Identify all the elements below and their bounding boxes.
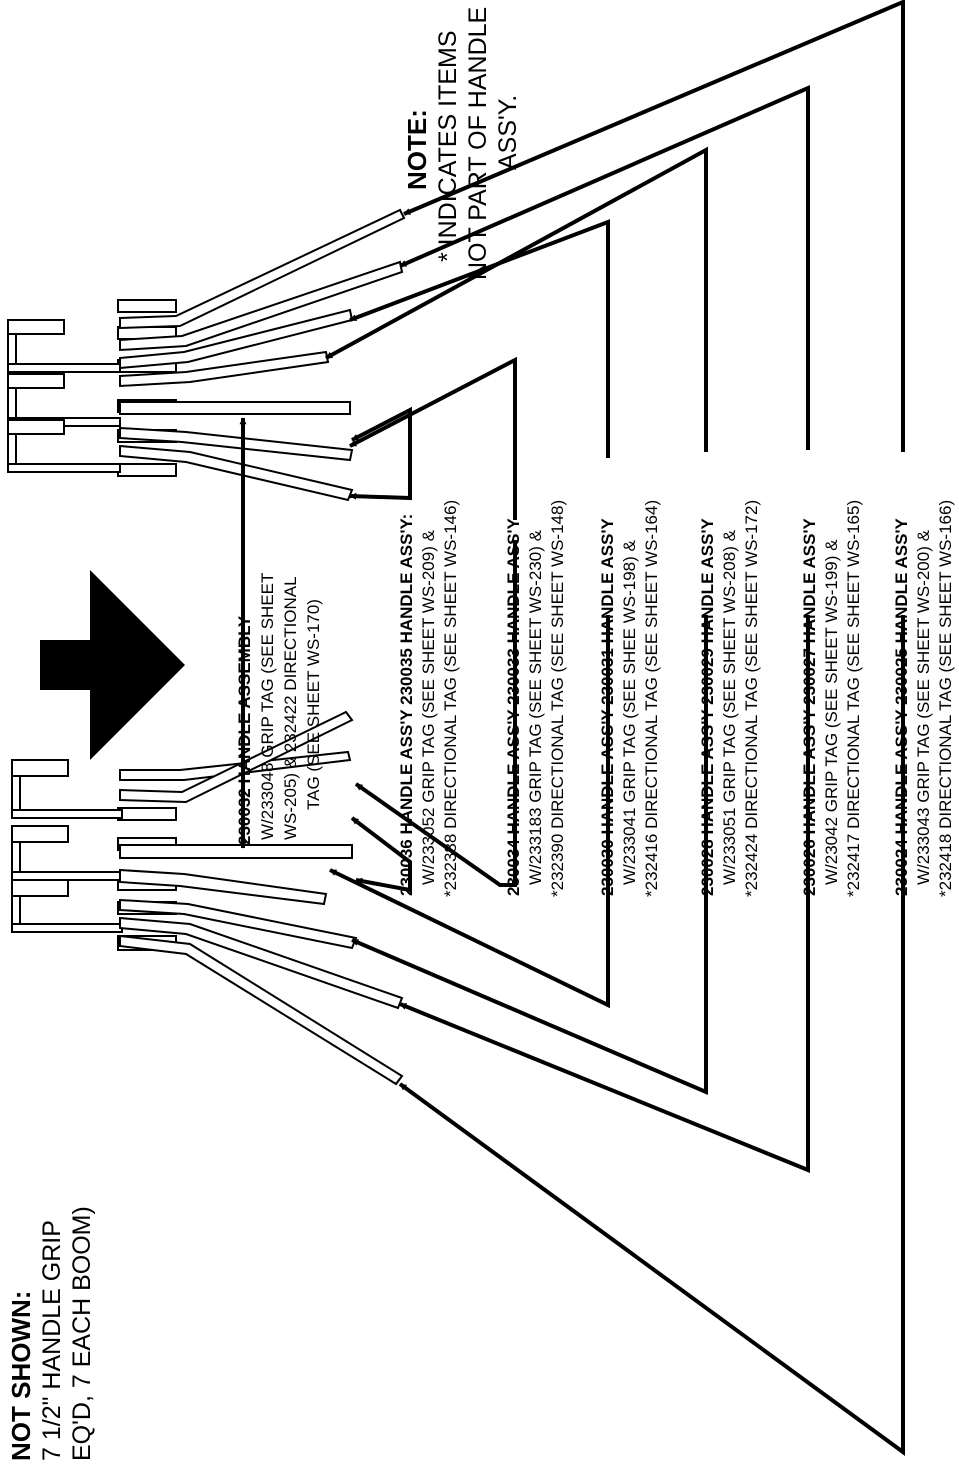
not-shown-line: 7 1/2" HANDLE GRIP	[38, 1220, 66, 1461]
callout-line: W/233051 GRIP TAG (SEE SHEET WS-208) &	[720, 529, 739, 885]
callout-230034: 230034 HANDLE ASS'Y 230033 HANDLE ASS'Y …	[504, 500, 567, 897]
callout-line: *232416 DIRECTIONAL TAG (SEE SHEET WS-16…	[642, 500, 661, 897]
note-block: NOTE: * INDICATES ITEMS NOT PART OF HAND…	[402, 7, 522, 280]
callout-line: *232390 DIRECTIONAL TAG (SEE SHEET WS-14…	[548, 500, 567, 897]
not-shown-title: NOT SHOWN:	[6, 1291, 36, 1461]
callout-line: TAG (SEE SHEET WS-170)	[304, 599, 323, 810]
callout-230030: 230030 HANDLE ASS'Y 230031 HANDLE ASS'Y …	[598, 500, 661, 897]
note-title: NOTE:	[402, 109, 432, 190]
callout-line: *232388 DIRECTIONAL TAG (SEE SHEET WS-14…	[441, 500, 460, 897]
callout-title: 230026 HANDLE ASS'Y 230027 HANDLE ASS'Y	[800, 518, 819, 896]
callout-230024: 230024 HANDLE ASS'Y 230025 HANDLE ASS'Y …	[892, 500, 955, 897]
callout-line: W/233052 GRIP TAG (SEE SHEET WS-209) &	[419, 529, 438, 885]
callout-230032: 230032 HANDLE ASSEMBLY W/233048 GRIP TAG…	[235, 573, 323, 845]
not-shown-block: NOT SHOWN: 7 1/2" HANDLE GRIP EQ'D, 7 EA…	[6, 1206, 96, 1461]
callout-230026: 230026 HANDLE ASS'Y 230027 HANDLE ASS'Y …	[800, 500, 863, 897]
callout-title: 230030 HANDLE ASS'Y 230031 HANDLE ASS'Y	[598, 518, 617, 896]
callout-line: W/23042 GRIP TAG (SEE SHEET WS-199) &	[822, 539, 841, 885]
lower-handle-bank	[11, 710, 404, 1086]
callout-title: 230032 HANDLE ASSEMBLY	[235, 615, 254, 845]
callout-230028: 230028 HANDLE ASS'Y 230029 HANDLE ASS'Y …	[698, 500, 761, 897]
note-line: * INDICATES ITEMS	[434, 30, 462, 262]
upper-handle-bank	[7, 208, 406, 502]
callout-title: 230034 HANDLE ASS'Y 230033 HANDLE ASS'Y	[504, 518, 523, 896]
callout-title: 230036 HANDLE ASS'Y 230035 HANDLE ASS'Y:	[397, 514, 416, 896]
leader-lines	[239, 0, 905, 1456]
callout-line: *232424 DIRECTIONAL TAG (SEE SHEET WS-17…	[742, 500, 761, 897]
callout-line: W/233048 GRIP TAG (SEE SHEET	[258, 573, 277, 840]
note-line: ASS'Y.	[494, 95, 522, 170]
callout-230036: 230036 HANDLE ASS'Y 230035 HANDLE ASS'Y:…	[397, 500, 460, 897]
callout-line: W/233183 GRIP TAG (SEE SHEET WS-230) &	[526, 529, 545, 885]
callout-line: *232417 DIRECTIONAL TAG (SEE SHEET WS-16…	[844, 500, 863, 897]
callout-line: W/233041 GRIP TAG (SEE SHEE WS-198) &	[620, 539, 639, 885]
not-shown-line: EQ'D, 7 EACH BOOM)	[68, 1206, 96, 1461]
callout-title: 230028 HANDLE ASS'Y 230029 HANDLE ASS'Y	[698, 518, 717, 896]
callout-line: W/233043 GRIP TAG (SEE SHEET WS-200) &	[914, 529, 933, 885]
callout-line: *232418 DIRECTIONAL TAG (SEE SHEET WS-16…	[936, 500, 955, 897]
note-line: NOT PART OF HANDLE	[464, 7, 492, 280]
callout-line: WS-205) & 232422 DIRECTIONAL	[281, 576, 300, 840]
callout-title: 230024 HANDLE ASS'Y 230025 HANDLE ASS'Y	[892, 518, 911, 896]
direction-arrow-icon	[40, 570, 185, 760]
